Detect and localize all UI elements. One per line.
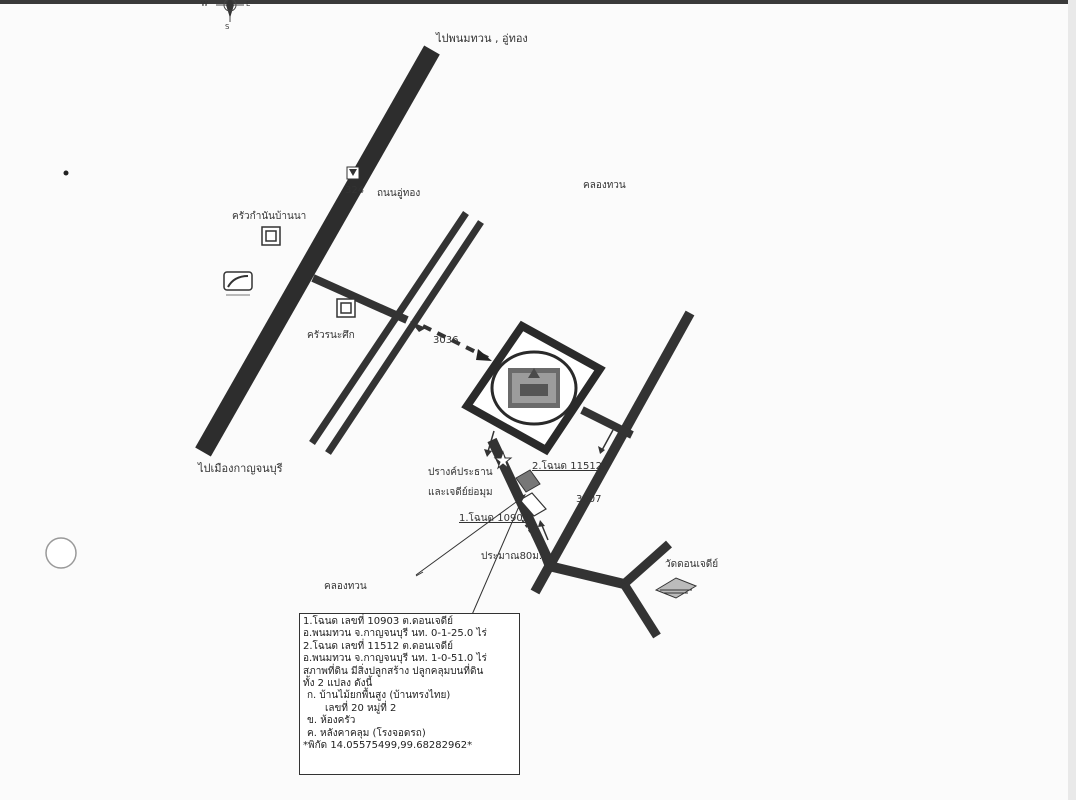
info-line: เลขที่ 20 หมู่ที่ 2 xyxy=(325,702,397,714)
bank-logo-icon xyxy=(223,271,253,296)
label-deed-11512: 2.โฉนด 11512 xyxy=(532,461,603,472)
plot-11512 xyxy=(515,469,541,493)
label-to-phanom-thuan: ไปพนมทวน , อู่ทอง xyxy=(436,32,528,45)
label-prang-line1: ปรางค์ประธาน xyxy=(428,467,493,478)
label-deed-10903: 1.โฉนด 10903 xyxy=(459,513,530,524)
temple-branch-down xyxy=(620,581,661,639)
info-line: ข. ห้องครัว xyxy=(307,715,356,727)
info-line: 2.โฉนด เลขที่ 11512 ต.ดอนเจดีย์ xyxy=(303,640,454,652)
temple-road xyxy=(547,561,626,589)
label-khlong-thuan-top: คลองทวน xyxy=(583,180,626,191)
label-prang-line2: และเจดีย์ย่อมุม xyxy=(428,487,493,498)
temple-icon xyxy=(654,577,698,599)
label-road-3036: 3036 xyxy=(433,335,459,346)
highway-shield-icon xyxy=(346,166,360,180)
info-line: อ.พนมทวน จ.กาญจนบุรี นท. 0-1-25.0 ไร่ xyxy=(303,628,487,640)
restaurant-icon xyxy=(336,298,356,318)
road-3036-arrow xyxy=(476,349,492,361)
compass-rose-icon xyxy=(216,0,244,22)
double-road-right xyxy=(325,220,484,455)
scan-dot xyxy=(63,170,69,176)
road-3007 xyxy=(530,310,695,595)
label-about-80m: ประมาณ80ม. xyxy=(481,551,543,562)
info-line: ค. หลังคาคลุม (โรงจอดรถ) xyxy=(307,727,426,739)
label-road-324: 324 xyxy=(345,185,365,196)
compass-west-label: W xyxy=(201,0,208,8)
arrow-down-right xyxy=(600,429,614,453)
highway-324 xyxy=(195,45,440,457)
info-line: ก. บ้านไม้ยกพื้นสูง (บ้านทรงไทย) xyxy=(307,690,451,702)
scan-right-edge xyxy=(1068,0,1076,800)
info-line: ทั้ง 2 แปลง ดังนี้ xyxy=(303,678,373,690)
property-info-box: 1.โฉนด เลขที่ 10903 ต.ดอนเจดีย์ อ.พนมทวน… xyxy=(299,613,520,775)
temple-branch-up xyxy=(621,540,672,588)
label-road-3007: 3007 xyxy=(576,494,602,505)
junction-marker xyxy=(410,321,426,332)
site-to-3007-road xyxy=(580,406,634,439)
info-line: สภาพที่ดิน มีสิ่งปลูกสร้าง ปลูกคลุมบนที่… xyxy=(303,665,484,677)
punch-hole xyxy=(45,537,77,569)
info-line: *พิกัด 14.05575499,99.68282962* xyxy=(303,740,473,752)
double-road-left xyxy=(309,211,469,445)
scan-top-edge xyxy=(0,0,1076,4)
info-line: 1.โฉนด เลขที่ 10903 ต.ดอนเจดีย์ xyxy=(303,616,454,627)
label-restaurant-ban-na: ครัวกำนันบ้านนา xyxy=(232,211,307,222)
label-thanon-u-thong: ถนนอู่ทอง xyxy=(377,188,421,199)
restaurant-icon xyxy=(261,226,281,246)
label-restaurant-rana: ครัวรนะศึก xyxy=(307,330,355,341)
prang-site xyxy=(461,320,606,456)
plot-10903 xyxy=(519,492,547,517)
road-3036-dashed xyxy=(422,324,489,360)
info-line: อ.พนมทวน จ.กาญจนบุรี นท. 1-0-51.0 ไร่ xyxy=(303,653,487,665)
star-marker-icon xyxy=(493,450,513,470)
connector-road xyxy=(311,274,409,324)
compass-south-label: S xyxy=(225,23,230,31)
path-80m xyxy=(521,519,549,565)
label-khlong-thuan-bottom: คลองทวน xyxy=(324,581,367,592)
compass-east-label: E xyxy=(246,0,251,8)
label-wat-don-chedi: วัดดอนเจดีย์ xyxy=(665,559,719,570)
label-to-kanchanaburi: ไปเมืองกาญจนบุรี xyxy=(198,462,283,475)
